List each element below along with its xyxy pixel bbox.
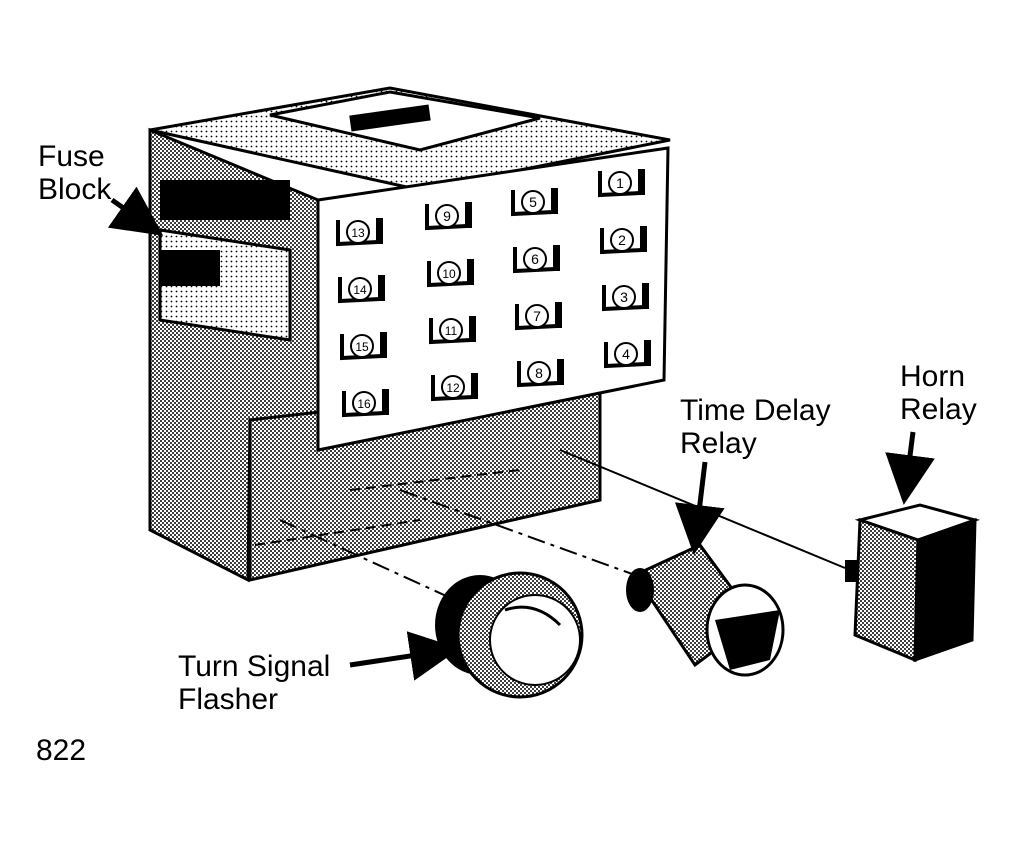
fuse-block-label-line2: Block: [38, 173, 112, 206]
horn-relay-label-line1: Horn: [900, 360, 966, 393]
fuse-number-14: 14: [353, 283, 367, 297]
figure-number: 822: [36, 734, 87, 767]
fuse-block: [148, 86, 671, 583]
fuse-block-label: Fuse Block: [38, 140, 111, 206]
fuse-slot-12: 12: [431, 373, 478, 402]
fuse-slot-15: 15: [340, 332, 387, 361]
horn-relay-label: Horn Relay: [900, 360, 977, 426]
horn-relay-label-line2: Relay: [900, 393, 977, 426]
fuse-number-6: 6: [531, 251, 539, 267]
fuse-slot-16: 16: [342, 389, 389, 418]
fuse-number-8: 8: [535, 365, 543, 381]
time-delay-relay-label: Time Delay Relay: [680, 394, 831, 460]
fuse-slot-5: 5: [511, 188, 558, 217]
fuse-number-12: 12: [446, 381, 460, 395]
fuse-slot-8: 8: [517, 359, 564, 388]
fuse-number-4: 4: [622, 346, 630, 362]
fuse-number-10: 10: [442, 267, 456, 281]
horn-relay: [845, 503, 981, 663]
time-delay-relay: [626, 543, 785, 677]
fuse-number-1: 1: [616, 175, 624, 191]
fuse-slot-10: 10: [427, 259, 474, 288]
fuse-number-7: 7: [533, 308, 541, 324]
turn-signal-flasher: [435, 571, 584, 699]
fuse-slot-7: 7: [515, 302, 562, 331]
fuse-slot-9: 9: [425, 202, 472, 231]
fuse-slot-11: 11: [429, 316, 476, 345]
fuse-slot-14: 14: [338, 275, 385, 304]
label-arrows: [107, 186, 935, 681]
turn-signal-flasher-label-line2: Flasher: [178, 683, 279, 716]
fuse-number-3: 3: [620, 289, 628, 305]
time-delay-relay-label-line2: Relay: [680, 427, 757, 460]
time-delay-relay-label-line1: Time Delay: [680, 394, 831, 427]
fuse-slot-4: 4: [604, 340, 651, 369]
fuse-number-5: 5: [529, 194, 537, 210]
fuse-slot-3: 3: [602, 283, 649, 312]
turn-signal-flasher-label: Turn Signal Flasher: [178, 650, 330, 716]
fuse-slot-13: 13: [336, 218, 383, 247]
fuse-number-13: 13: [351, 226, 365, 240]
fuse-slot-6: 6: [513, 245, 560, 274]
fuse-slot-1: 1: [598, 169, 645, 198]
fuse-number-9: 9: [443, 208, 451, 224]
turn-signal-flasher-label-line1: Turn Signal: [178, 650, 331, 683]
fuse-number-11: 11: [445, 324, 458, 338]
fuse-number-15: 15: [355, 340, 369, 354]
fuse-number-16: 16: [357, 397, 371, 411]
fuse-slot-2: 2: [600, 226, 647, 255]
fuse-number-2: 2: [618, 232, 626, 248]
fuse-block-label-line1: Fuse: [38, 140, 105, 173]
